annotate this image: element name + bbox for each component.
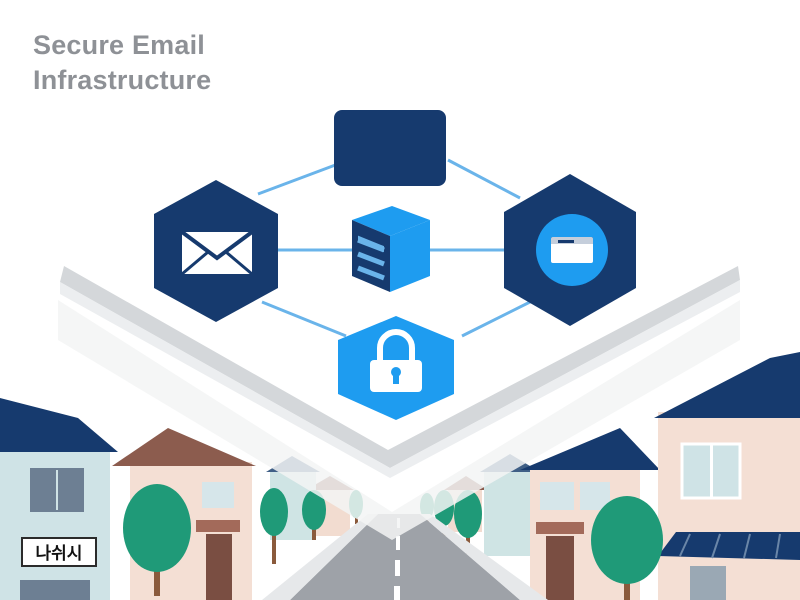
platform	[58, 262, 740, 540]
road	[262, 514, 548, 600]
left-node	[154, 180, 278, 322]
top-node	[334, 110, 446, 186]
title-line-1: Secure Email	[33, 30, 205, 60]
server-icon	[352, 206, 430, 292]
house-left-near	[0, 398, 118, 600]
shop-sign-label: 나쉬시	[36, 544, 83, 564]
email-card-icon	[536, 214, 608, 286]
bottom-node	[338, 316, 454, 420]
monitor-icon	[334, 110, 446, 186]
envelope-icon	[180, 230, 254, 276]
street-scene: 나쉬시	[0, 352, 800, 600]
connector-lines	[257, 158, 535, 338]
shop-sign: 나쉬시	[21, 537, 97, 567]
title-line-2: Infrastructure	[33, 65, 212, 95]
right-node	[504, 174, 636, 326]
house-right-near	[654, 352, 800, 600]
trees-left	[123, 484, 363, 596]
padlock-icon	[370, 329, 422, 392]
page-title: Secure Email Infrastructure	[33, 28, 211, 98]
